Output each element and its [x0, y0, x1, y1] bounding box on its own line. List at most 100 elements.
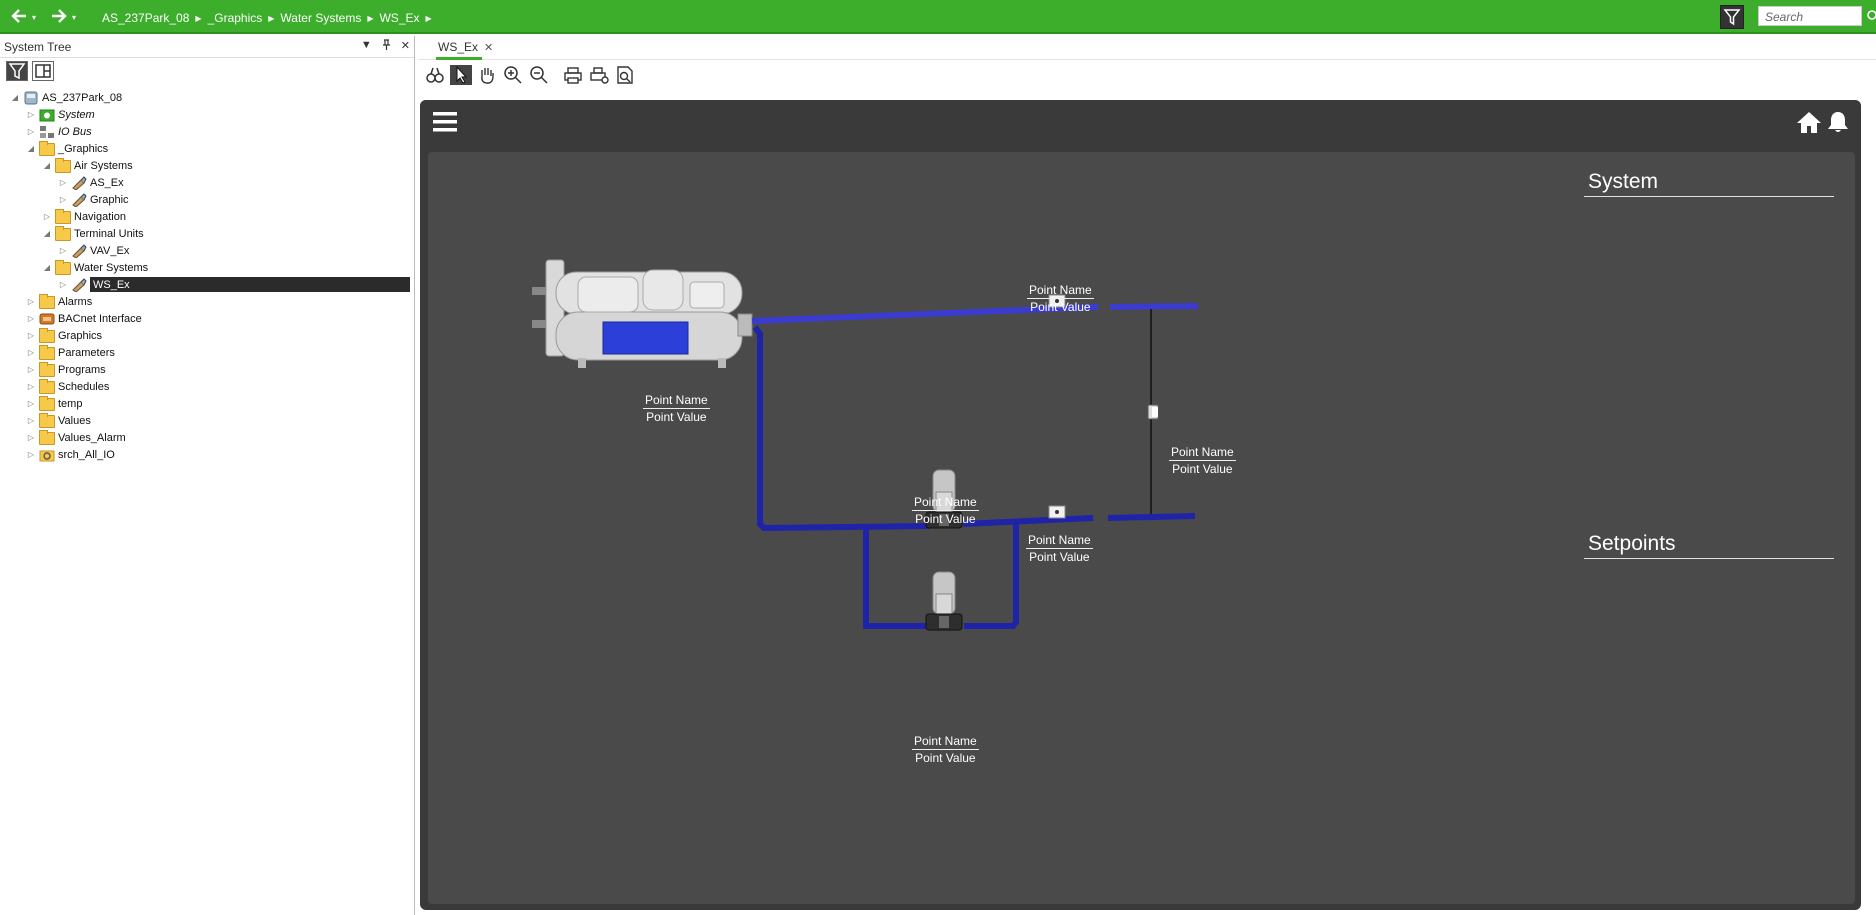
point-name: Point Name [1026, 533, 1093, 549]
tree-item[interactable]: ▷BACnet Interface [0, 310, 412, 327]
supply-point-label[interactable]: Point Name Point Value [1027, 282, 1094, 315]
point-name: Point Name [643, 393, 710, 409]
pump-1-illustration[interactable] [925, 469, 963, 529]
binoculars-icon[interactable] [424, 65, 446, 85]
expand-triangle-icon[interactable]: ▷ [27, 450, 35, 459]
tree-item[interactable]: ◢_Graphics [0, 140, 412, 157]
system-tree-panel: System Tree ▼ ✕ ◢AS_237Park_08▷System▷IO… [0, 36, 415, 915]
pump-1-point-label[interactable]: Point Name Point Value [912, 494, 979, 527]
tree-item[interactable]: ▷ VAV_Ex [0, 242, 412, 259]
return-temp-sensor-icon[interactable] [1048, 505, 1066, 519]
collapse-triangle-icon[interactable]: ◢ [43, 161, 51, 170]
search-input[interactable]: Search [1758, 6, 1862, 26]
folder-icon [39, 294, 55, 309]
expand-triangle-icon[interactable]: ▷ [59, 178, 67, 187]
collapse-triangle-icon[interactable]: ◢ [11, 93, 19, 102]
breadcrumb-separator-icon[interactable]: ▶ [195, 13, 202, 23]
bypass-point-label[interactable]: Point Name Point Value [1169, 444, 1236, 477]
folder-icon [39, 362, 55, 377]
chiller-illustration[interactable] [532, 259, 753, 368]
graphic-icon [71, 244, 87, 259]
tree-filter-button[interactable] [6, 61, 28, 81]
tree-item[interactable]: ▷WS_Ex [0, 276, 412, 293]
tree-item[interactable]: ▷Graphics [0, 327, 412, 344]
tree-item[interactable]: ◢Air Systems [0, 157, 412, 174]
tree-item[interactable]: ▷IO Bus [0, 123, 412, 140]
bell-icon[interactable] [1826, 110, 1850, 134]
expand-triangle-icon[interactable]: ▷ [59, 195, 67, 204]
tree-item[interactable]: ▷Programs [0, 361, 412, 378]
tab-ws-ex[interactable]: WS_Ex [436, 40, 483, 60]
tree-item[interactable]: ▷Values_Alarm [0, 429, 412, 446]
breadcrumb-separator-icon[interactable]: ▶ [367, 13, 374, 23]
zoom-out-icon[interactable] [528, 65, 550, 85]
breadcrumb-separator-icon[interactable]: ▶ [425, 13, 432, 23]
collapse-triangle-icon[interactable]: ◢ [43, 263, 51, 272]
expand-triangle-icon[interactable]: ▷ [27, 433, 35, 442]
close-icon[interactable]: ✕ [400, 40, 410, 52]
chiller-point-label[interactable]: Point Name Point Value [643, 392, 710, 425]
tab-close-icon[interactable]: ✕ [484, 42, 494, 54]
select-pointer-icon[interactable] [450, 65, 472, 85]
tree-item[interactable]: ▷Navigation [0, 208, 412, 225]
tree-item-label: System [58, 108, 95, 121]
breadcrumb-item[interactable]: Water Systems [280, 11, 362, 25]
forward-history-dropdown[interactable]: ▾ [72, 13, 77, 22]
expand-triangle-icon[interactable]: ▷ [27, 127, 35, 136]
expand-triangle-icon[interactable]: ▷ [27, 382, 35, 391]
tree-view-options-button[interactable] [32, 61, 54, 81]
collapse-triangle-icon[interactable]: ◢ [43, 229, 51, 238]
expand-triangle-icon[interactable]: ▷ [27, 416, 35, 425]
expand-triangle-icon[interactable]: ▷ [27, 110, 35, 119]
back-history-dropdown[interactable]: ▾ [32, 13, 37, 22]
tree-item[interactable]: ◢AS_237Park_08 [0, 89, 412, 106]
tree-item[interactable]: ▷Schedules [0, 378, 412, 395]
collapse-triangle-icon[interactable]: ◢ [27, 144, 35, 153]
tree-item[interactable]: ▷Parameters [0, 344, 412, 361]
pan-hand-icon[interactable] [476, 65, 498, 85]
expand-triangle-icon[interactable]: ▷ [27, 348, 35, 357]
forward-button[interactable] [50, 6, 68, 26]
panel-menu-icon[interactable]: ▼ [360, 39, 372, 51]
funnel-icon [8, 63, 26, 80]
expand-triangle-icon[interactable]: ▷ [27, 297, 35, 306]
print-settings-icon[interactable] [588, 65, 610, 85]
expand-triangle-icon[interactable]: ▷ [43, 212, 51, 221]
home-icon[interactable] [1796, 110, 1822, 134]
print-preview-icon[interactable] [614, 65, 636, 85]
breadcrumb-item[interactable]: AS_237Park_08 [102, 11, 190, 25]
tree-item[interactable]: ◢Water Systems [0, 259, 412, 276]
point-value: Point Value [915, 512, 976, 526]
tree-item[interactable]: ▷Values [0, 412, 412, 429]
pump-2-illustration[interactable] [925, 571, 963, 631]
breadcrumb-item[interactable]: _Graphics [207, 11, 263, 25]
expand-triangle-icon[interactable]: ▷ [27, 314, 35, 323]
tree-item-label: VAV_Ex [90, 244, 130, 257]
expand-triangle-icon[interactable]: ▷ [27, 365, 35, 374]
print-icon[interactable] [562, 65, 584, 85]
expand-triangle-icon[interactable]: ▷ [27, 399, 35, 408]
breadcrumb-item[interactable]: WS_Ex [379, 11, 420, 25]
bypass-valve-icon[interactable] [1147, 404, 1159, 420]
tree-item[interactable]: ▷srch_All_IO [0, 446, 412, 463]
tree-item[interactable]: ▷ System [0, 106, 412, 123]
tree-item[interactable]: ▷Graphic [0, 191, 412, 208]
point-value: Point Value [1030, 300, 1091, 314]
tree-item[interactable]: ▷temp [0, 395, 412, 412]
zoom-in-icon[interactable] [502, 65, 524, 85]
return-point-label[interactable]: Point Name Point Value [1026, 532, 1093, 565]
filter-button[interactable] [1720, 5, 1744, 29]
expand-triangle-icon[interactable]: ▷ [59, 246, 67, 255]
expand-triangle-icon[interactable]: ▷ [59, 280, 67, 289]
tree-item[interactable]: ▷AS_Ex [0, 174, 412, 191]
pin-icon[interactable] [382, 39, 391, 53]
tree-item[interactable]: ◢Terminal Units [0, 225, 412, 242]
search-icon[interactable] [1864, 8, 1876, 24]
tree-item[interactable]: ▷Alarms [0, 293, 412, 310]
pump-2-point-label[interactable]: Point Name Point Value [912, 733, 979, 766]
expand-triangle-icon[interactable]: ▷ [27, 331, 35, 340]
system-icon [39, 108, 55, 122]
hamburger-menu-icon[interactable] [432, 110, 458, 134]
breadcrumb-separator-icon[interactable]: ▶ [268, 13, 275, 23]
back-button[interactable] [10, 6, 28, 26]
